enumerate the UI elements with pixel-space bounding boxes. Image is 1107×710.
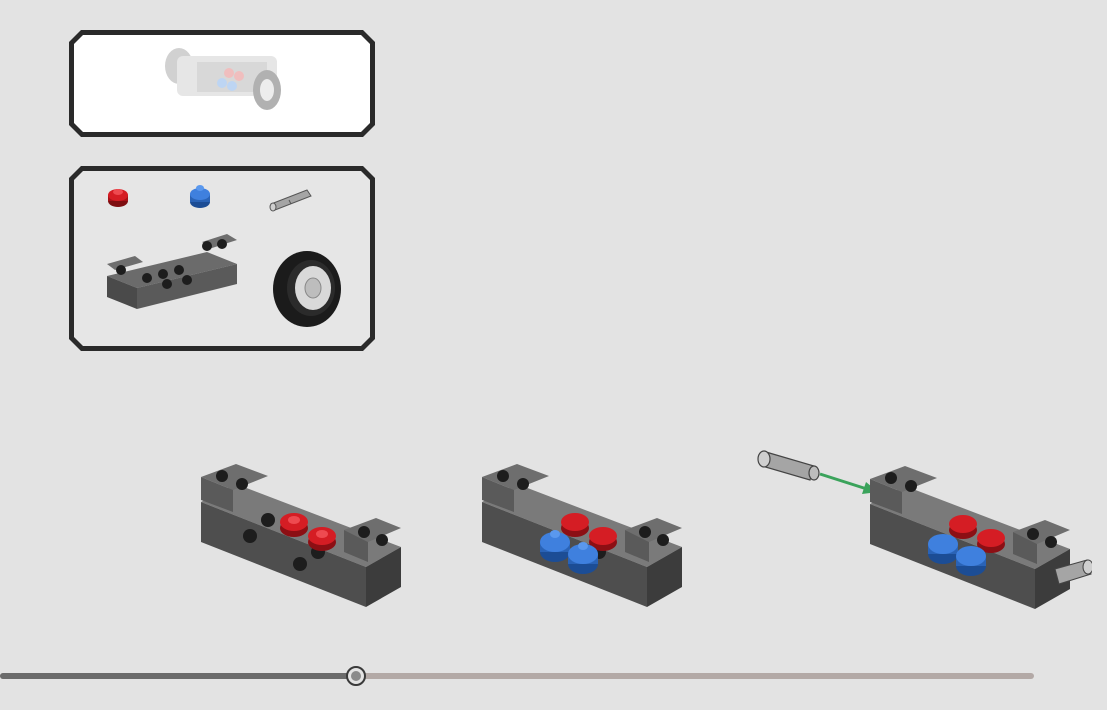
progress-fill (0, 673, 356, 679)
red-round-plate-icon (308, 527, 336, 551)
insert-direction-arrow-icon (820, 474, 878, 494)
step-3-insert-axle-pin (752, 434, 1092, 619)
wheel-with-tyre-icon (273, 251, 341, 327)
preview-panel (67, 28, 377, 140)
progress-handle[interactable] (347, 667, 365, 685)
red-round-plate-icon (108, 189, 128, 207)
step-2-add-blue-plates (477, 462, 687, 617)
red-round-plate-icon (280, 513, 308, 537)
parts-panel (67, 164, 377, 354)
step-progress-slider[interactable] (0, 664, 1040, 688)
step-1-add-red-plates (196, 462, 406, 617)
grey-axle-pin-icon (758, 451, 819, 480)
